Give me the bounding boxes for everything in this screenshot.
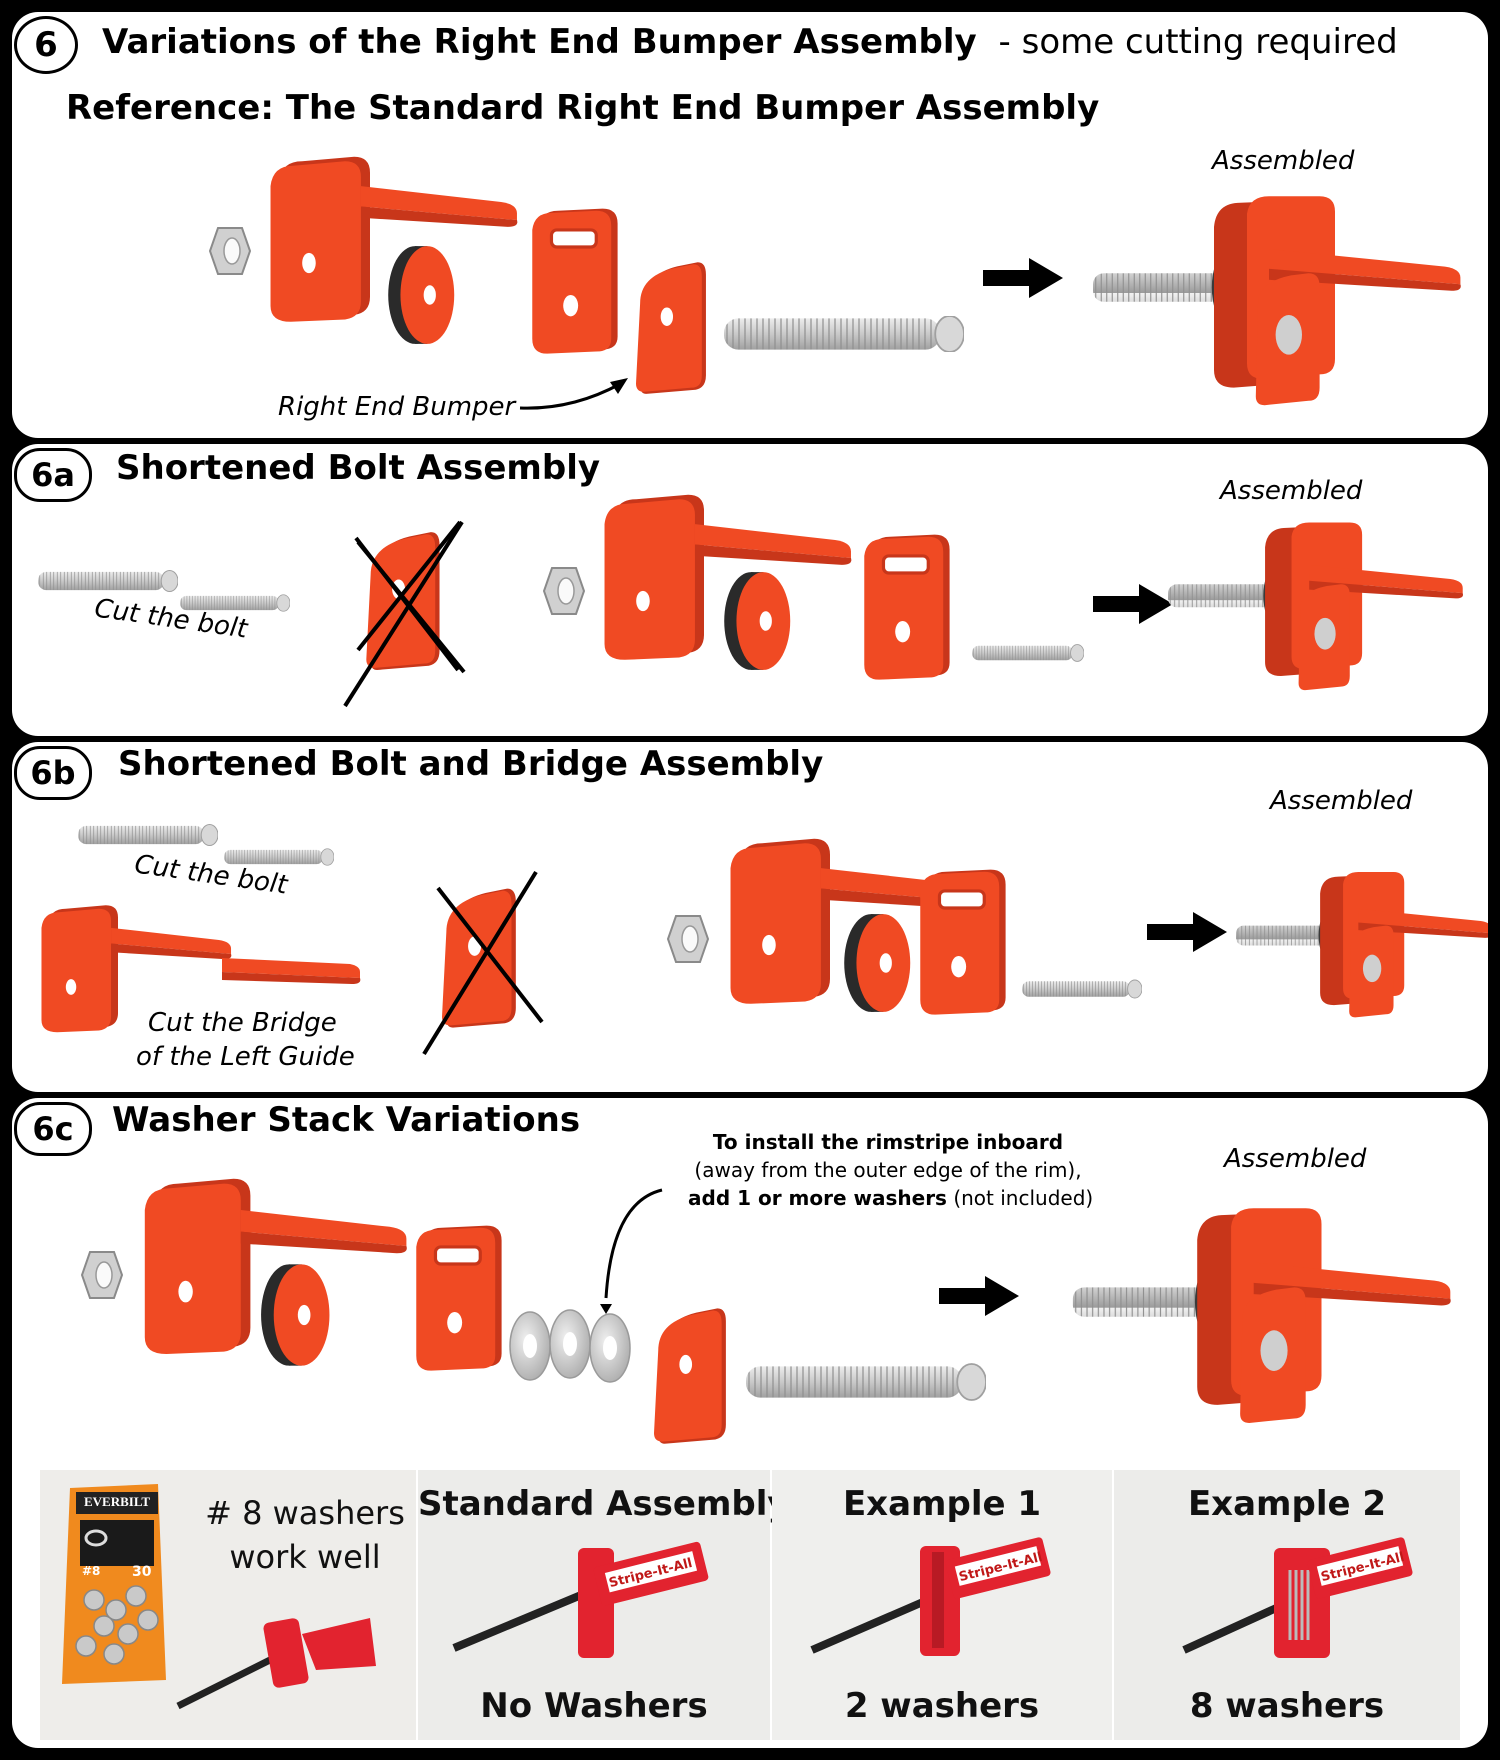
section-6-badge: 6 [14, 16, 78, 74]
note-line-3-bold: add 1 or more washers [688, 1186, 947, 1210]
washer-note-line-1: # 8 washers [205, 1494, 405, 1532]
cross-out-line-2 [436, 886, 544, 1024]
hex-nut-icon [543, 567, 585, 615]
section-6a-title: Shortened Bolt Assembly [116, 448, 601, 488]
arrow-icon [939, 1276, 1019, 1316]
section-6b-assembled-label: Assembled [1270, 786, 1413, 816]
arrow-icon [1093, 584, 1173, 624]
hex-nut-icon [81, 1251, 123, 1299]
assembled-icon [1072, 1208, 1451, 1423]
hex-nut-icon [209, 227, 251, 275]
section-6c-assembled-label: Assembled [1224, 1144, 1367, 1174]
arrow-icon [1147, 912, 1227, 952]
cross-out-line-1 [343, 520, 464, 708]
cross-out-line-1 [422, 870, 538, 1056]
section-6a-badge: 6a [14, 448, 92, 502]
example-2-caption: 8 washers [1189, 1686, 1385, 1726]
package-size: #8 [82, 1564, 101, 1578]
cut-bridge-label-line-1: Cut the Bridge [148, 1008, 337, 1038]
bolt-icon [746, 1363, 986, 1401]
section-6a-assembled-label: Assembled [1220, 476, 1363, 506]
bracket-icon [862, 532, 952, 680]
washer-package-photo [62, 1484, 376, 1710]
section-6c-badge: 6c [14, 1102, 92, 1156]
note-line-1: To install the rimstripe inboard [712, 1130, 1064, 1154]
bracket-icon [530, 206, 620, 354]
example-1-photo [810, 1537, 1051, 1656]
hex-nut-icon [667, 915, 709, 963]
bracket-icon [918, 867, 1008, 1017]
washer-stack-icon [509, 1309, 631, 1383]
section-6c-title: Washer Stack Variations [112, 1100, 581, 1140]
section-6-illustration [209, 156, 1461, 410]
right-end-bumper-icon [636, 262, 706, 394]
reference-heading: Reference: The Standard Right End Bumper… [66, 88, 1100, 128]
photo-washers-package: EVERBILT #8 30 # 8 washers work well [40, 1470, 416, 1740]
section-6a-panel: 6a Shortened Bolt Assembly Cut the bolt … [12, 444, 1488, 736]
cut-bridge-piece-icon [222, 958, 360, 978]
photo-example-1: Stripe-It-All Example 1 2 washers [772, 1470, 1112, 1740]
cross-out-line-2 [356, 540, 466, 674]
standard-assembly-photo [452, 1541, 709, 1658]
section-6b-title: Shortened Bolt and Bridge Assembly [118, 744, 824, 784]
note-line-3: add 1 or more washers (not included) [688, 1184, 1093, 1212]
right-end-bumper-label: Right End Bumper [278, 392, 516, 422]
section-6b-badge: 6b [14, 746, 92, 800]
section-6-assembled-label: Assembled [1212, 146, 1355, 176]
section-6b-illustration [41, 823, 1488, 1056]
arrow-icon [983, 258, 1063, 298]
assembled-icon [1093, 196, 1461, 406]
washer-note-line-2: work well [229, 1538, 381, 1576]
short-bolt-icon [972, 643, 1084, 663]
cut-bolt-piece-1-icon [38, 569, 178, 593]
example-2-title: Example 2 [1187, 1484, 1387, 1524]
roller-icon [844, 914, 911, 1012]
bracket-icon [414, 1223, 504, 1373]
example-1-title: Example 1 [842, 1484, 1042, 1524]
package-count: 30 [132, 1564, 152, 1580]
note-line-2: (away from the outer edge of the rim), [694, 1158, 1082, 1182]
roller-icon [388, 246, 455, 344]
example-2-photo [1182, 1537, 1413, 1658]
note-line-3-rest: (not included) [946, 1186, 1094, 1210]
cut-bolt-piece-1-icon [78, 823, 218, 847]
photo-standard-assembly: Stripe-It-All Standard Assembly No Washe… [418, 1470, 790, 1740]
package-brand: EVERBILT [84, 1494, 150, 1509]
section-6a-illustration [38, 494, 1463, 708]
section-6c-illustration [81, 1178, 1451, 1444]
short-bolt-icon [1022, 979, 1142, 999]
section-6-panel: 6 Variations of the Right End Bumper Ass… [12, 12, 1488, 438]
section-6-title: Variations of the Right End Bumper Assem… [102, 22, 1398, 62]
assembled-icon [1236, 872, 1488, 1018]
photo-example-2: Stripe-It-All Example 2 8 washers [1114, 1470, 1460, 1740]
section-6b-panel: 6b Shortened Bolt and Bridge Assembly Cu… [12, 742, 1488, 1092]
note-pointer-arrow [604, 1188, 663, 1299]
example-1-caption: 2 washers [844, 1686, 1040, 1726]
cut-bridge-label-line-2: of the Left Guide [136, 1042, 355, 1072]
bolt-icon [724, 316, 964, 352]
section-6-title-text: Variations of the Right End Bumper Assem… [102, 22, 977, 62]
roller-icon [261, 1264, 330, 1366]
standard-assembly-title: Standard Assembly [418, 1484, 790, 1524]
cut-bolt-piece-2-icon [224, 847, 334, 867]
assembled-icon [1168, 522, 1463, 691]
standard-assembly-caption: No Washers [480, 1686, 708, 1726]
roller-icon [724, 572, 791, 670]
right-end-bumper-icon [654, 1308, 726, 1444]
section-6-subtitle: - some cutting required [998, 22, 1398, 62]
washer-install-note: To install the rimstripe inboard (away f… [688, 1128, 1093, 1212]
